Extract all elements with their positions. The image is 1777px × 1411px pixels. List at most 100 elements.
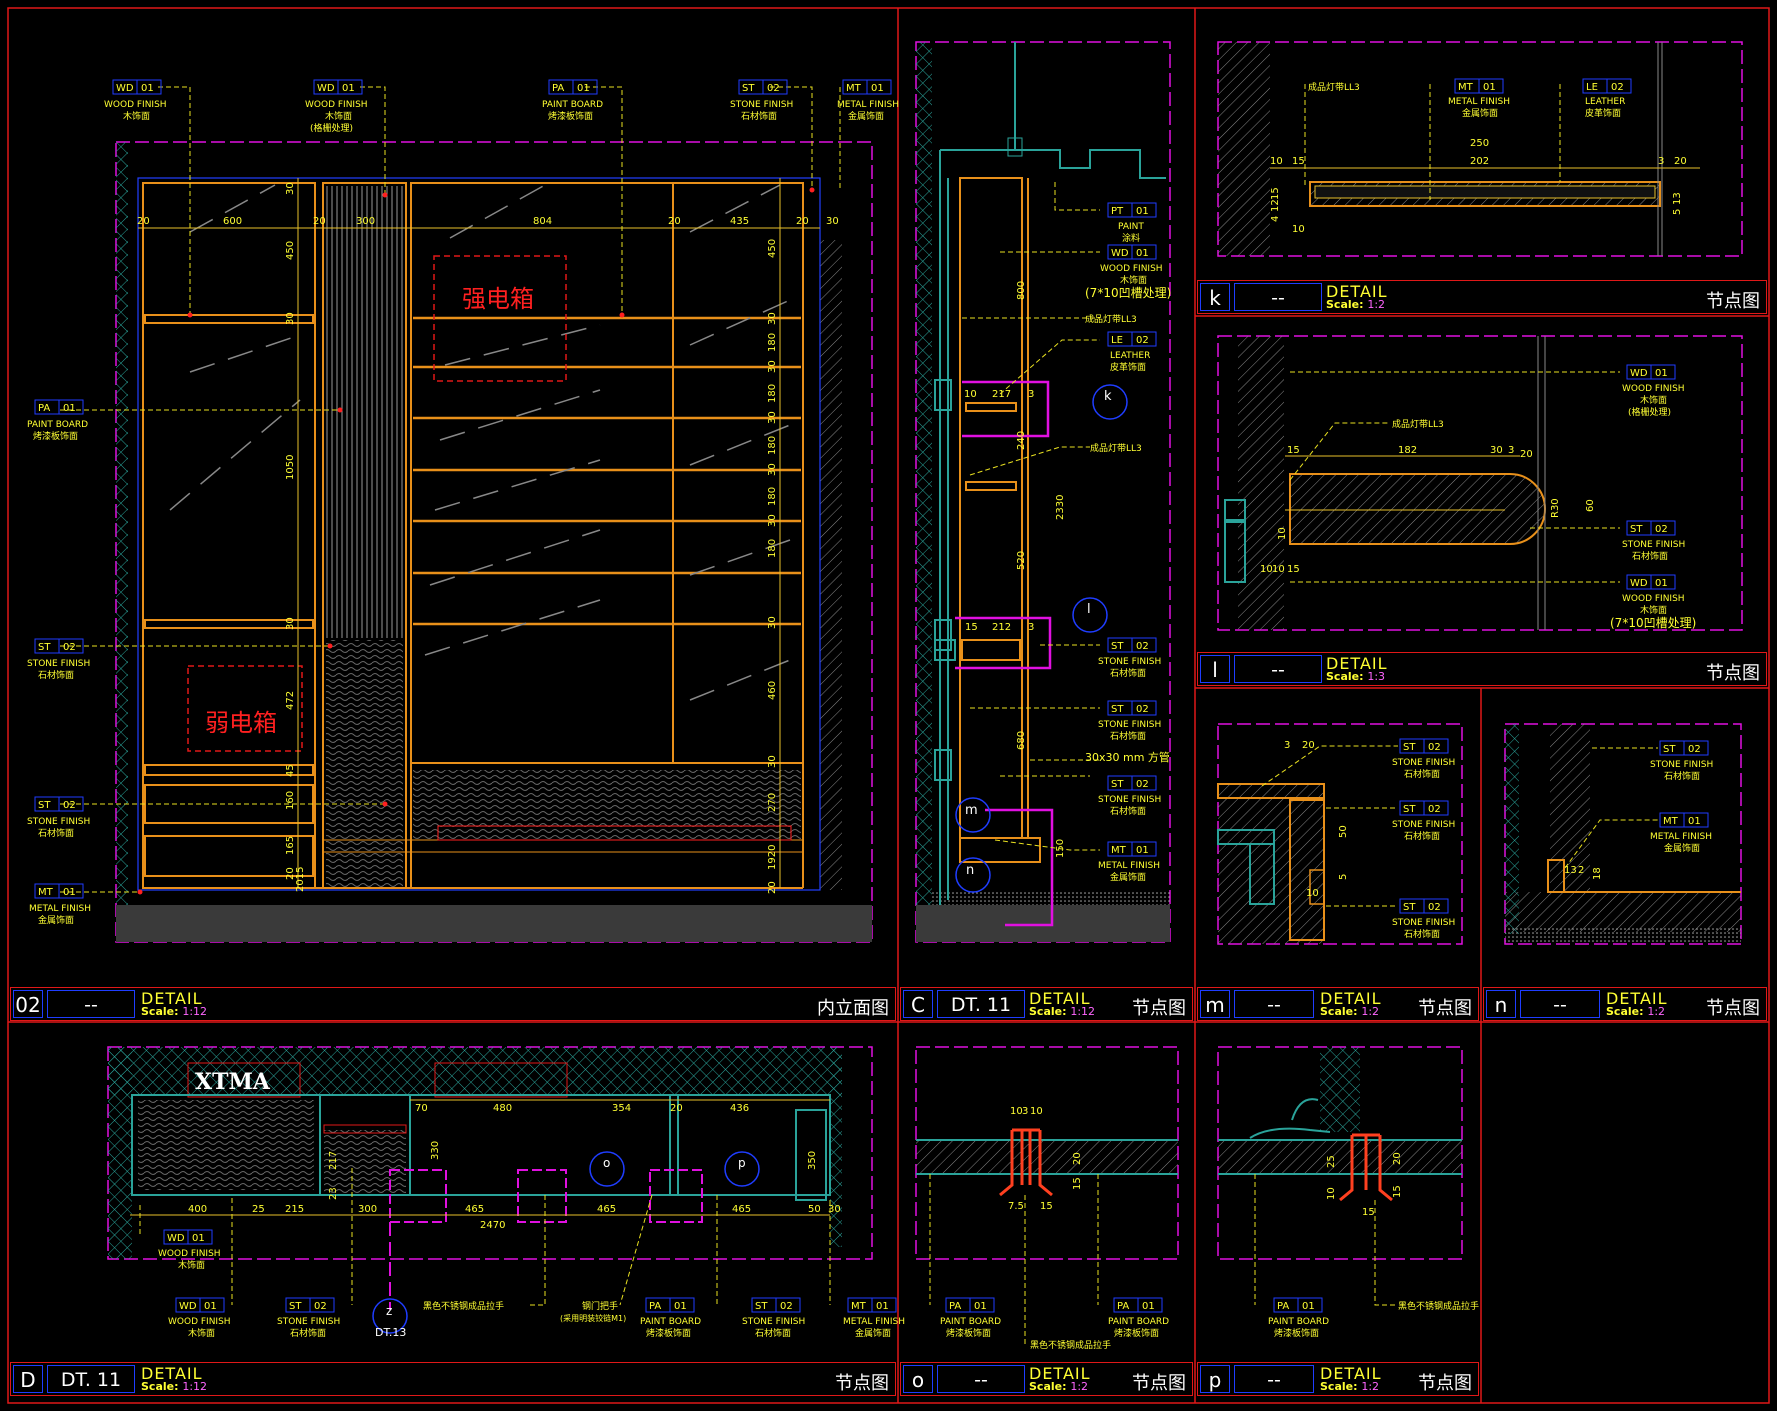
svg-text:30: 30 bbox=[285, 182, 296, 195]
title-block-ref: -- bbox=[1234, 283, 1322, 311]
title-block-m: m -- DETAIL Scale: 1:2 节点图 bbox=[1197, 987, 1479, 1021]
svg-text:30: 30 bbox=[767, 411, 778, 424]
svg-text:01: 01 bbox=[1655, 368, 1668, 379]
svg-text:2330: 2330 bbox=[1055, 495, 1066, 520]
svg-text:30: 30 bbox=[767, 755, 778, 768]
svg-text:01: 01 bbox=[141, 83, 154, 94]
section-c-tag-mt01: MT 01 METAL FINISH 金属饰面 bbox=[1098, 841, 1160, 883]
svg-text:PT: PT bbox=[1111, 206, 1124, 217]
detail-p-dims: 25 20 10 15 15 bbox=[1326, 1152, 1403, 1218]
detail-p-handle: 黑色不锈钢成品拉手 bbox=[1398, 1300, 1479, 1312]
svg-text:10: 10 bbox=[1270, 156, 1283, 167]
svg-text:25: 25 bbox=[252, 1204, 265, 1215]
svg-text:METAL FINISH: METAL FINISH bbox=[843, 1317, 905, 1327]
title-block-ref: -- bbox=[1234, 990, 1314, 1018]
svg-text:460: 460 bbox=[767, 681, 778, 700]
svg-text:10: 10 bbox=[1272, 564, 1285, 575]
svg-text:STONE FINISH: STONE FINISH bbox=[1650, 760, 1713, 770]
sheet-frame bbox=[7, 7, 1770, 1404]
svg-text:METAL FINISH: METAL FINISH bbox=[1448, 97, 1510, 107]
title-block-scale: Scale: 1:2 bbox=[1606, 1005, 1666, 1018]
svg-text:WOOD FINISH: WOOD FINISH bbox=[104, 100, 167, 110]
svg-text:METAL FINISH: METAL FINISH bbox=[1650, 832, 1712, 842]
svg-text:02: 02 bbox=[314, 1301, 327, 1312]
title-block-ref: DT. 11 bbox=[47, 1365, 135, 1393]
svg-text:涂料: 涂料 bbox=[1122, 232, 1140, 244]
svg-text:ST: ST bbox=[1111, 779, 1124, 790]
svg-text:10: 10 bbox=[1292, 224, 1305, 235]
svg-text:石材饰面: 石材饰面 bbox=[1110, 667, 1146, 679]
detail-n: 13 2 18 ST 02 STONE FINISH 石材饰面 MT 01 ME… bbox=[1504, 723, 1742, 945]
svg-text:WOOD FINISH: WOOD FINISH bbox=[158, 1249, 221, 1259]
title-block-cn: 节点图 bbox=[1706, 663, 1760, 684]
section-c-tag-st02-b: ST 02 STONE FINISH 石材饰面 bbox=[1098, 700, 1161, 742]
detail-k-dims: 250 10 15 202 3 20 15 12 4 10 13 5 bbox=[1270, 138, 1687, 235]
svg-text:STONE FINISH: STONE FINISH bbox=[742, 1317, 805, 1327]
detail-m-tag-st02-c: ST 02 STONE FINISH 石材饰面 bbox=[1392, 898, 1455, 940]
svg-text:02: 02 bbox=[1611, 82, 1624, 93]
svg-text:STONE FINISH: STONE FINISH bbox=[277, 1317, 340, 1327]
title-block-id: k bbox=[1200, 283, 1230, 311]
section-c-led: 成品灯带LL3 bbox=[1090, 442, 1142, 454]
svg-text:3: 3 bbox=[1028, 622, 1034, 633]
svg-text:270: 270 bbox=[767, 793, 778, 812]
svg-text:烤漆板饰面: 烤漆板饰面 bbox=[646, 1327, 691, 1339]
svg-text:01: 01 bbox=[1142, 1301, 1155, 1312]
svg-text:石材饰面: 石材饰面 bbox=[1404, 768, 1440, 780]
svg-text:PAINT BOARD: PAINT BOARD bbox=[1108, 1317, 1169, 1327]
material-tag-pa01-left: PA 01 PAINT BOARD 烤漆板饰面 bbox=[27, 399, 88, 442]
svg-text:PAINT BOARD: PAINT BOARD bbox=[640, 1317, 701, 1327]
svg-text:182: 182 bbox=[1398, 445, 1417, 456]
svg-text:木饰面: 木饰面 bbox=[1640, 394, 1667, 406]
svg-text:(7*10凹槽处理): (7*10凹槽处理) bbox=[1085, 286, 1171, 300]
svg-text:3: 3 bbox=[1284, 740, 1290, 751]
svg-text:烤漆板饰面: 烤漆板饰面 bbox=[548, 110, 593, 122]
svg-text:WD: WD bbox=[179, 1301, 197, 1312]
title-block-detail: DETAIL bbox=[1029, 989, 1091, 1008]
svg-text:PA: PA bbox=[649, 1301, 661, 1312]
detail-l-tag-wd01: WD 01 WOOD FINISH 木饰面 (格栅处理) bbox=[1622, 364, 1685, 418]
svg-text:PAINT BOARD: PAINT BOARD bbox=[1268, 1317, 1329, 1327]
title-block-detail: DETAIL bbox=[1326, 282, 1388, 301]
section-c-steel: 30x30 mm 方管 bbox=[1085, 750, 1170, 764]
svg-text:金属饰面: 金属饰面 bbox=[38, 914, 74, 926]
svg-text:2470: 2470 bbox=[480, 1220, 505, 1231]
svg-text:20: 20 bbox=[1520, 449, 1533, 460]
svg-text:WD: WD bbox=[1111, 248, 1129, 259]
svg-text:450: 450 bbox=[767, 239, 778, 258]
svg-text:60: 60 bbox=[1585, 499, 1596, 512]
svg-text:PAINT BOARD: PAINT BOARD bbox=[27, 420, 88, 430]
svg-text:15: 15 bbox=[1392, 1185, 1403, 1198]
detail-l-tag-wd01c: WD 01 WOOD FINISH 木饰面 (7*10凹槽处理) bbox=[1610, 574, 1696, 630]
svg-text:石材饰面: 石材饰面 bbox=[755, 1327, 791, 1339]
title-block-k: k -- DETAIL Scale: 1:2 节点图 bbox=[1197, 280, 1767, 314]
svg-text:02: 02 bbox=[1136, 779, 1149, 790]
material-tag-wd01: WD 01 WOOD FINISH 木饰面 bbox=[104, 79, 167, 122]
weak-box-label: 弱电箱 bbox=[205, 709, 277, 737]
svg-text:13: 13 bbox=[1672, 192, 1683, 205]
svg-text:ST: ST bbox=[38, 642, 51, 653]
title-block-cn: 节点图 bbox=[1706, 998, 1760, 1019]
svg-text:15: 15 bbox=[1362, 1207, 1375, 1218]
svg-text:WOOD FINISH: WOOD FINISH bbox=[1100, 264, 1163, 274]
title-block-id: 02 bbox=[13, 990, 43, 1018]
svg-text:02: 02 bbox=[1428, 902, 1441, 913]
svg-text:217: 217 bbox=[992, 389, 1011, 400]
svg-text:STONE FINISH: STONE FINISH bbox=[730, 100, 793, 110]
svg-text:520: 520 bbox=[1016, 551, 1027, 570]
detail-p: 25 20 10 15 15 PA 01 PAINT BOARD 烤漆板饰面 黑… bbox=[1217, 1046, 1479, 1339]
svg-text:金属饰面: 金属饰面 bbox=[848, 110, 884, 122]
svg-text:15: 15 bbox=[1270, 187, 1281, 200]
svg-text:330: 330 bbox=[430, 1141, 441, 1160]
svg-text:02: 02 bbox=[1136, 704, 1149, 715]
svg-text:01: 01 bbox=[342, 83, 355, 94]
detail-m-dims: 3 20 50 5 10 bbox=[1284, 740, 1349, 899]
svg-text:165: 165 bbox=[285, 836, 296, 855]
svg-text:180: 180 bbox=[767, 333, 778, 352]
svg-text:15: 15 bbox=[965, 622, 978, 633]
svg-text:ST: ST bbox=[1111, 641, 1124, 652]
svg-text:01: 01 bbox=[192, 1233, 205, 1244]
title-block-ref: -- bbox=[1520, 990, 1600, 1018]
svg-text:STONE FINISH: STONE FINISH bbox=[1098, 795, 1161, 805]
title-block-ref: -- bbox=[937, 1365, 1025, 1393]
